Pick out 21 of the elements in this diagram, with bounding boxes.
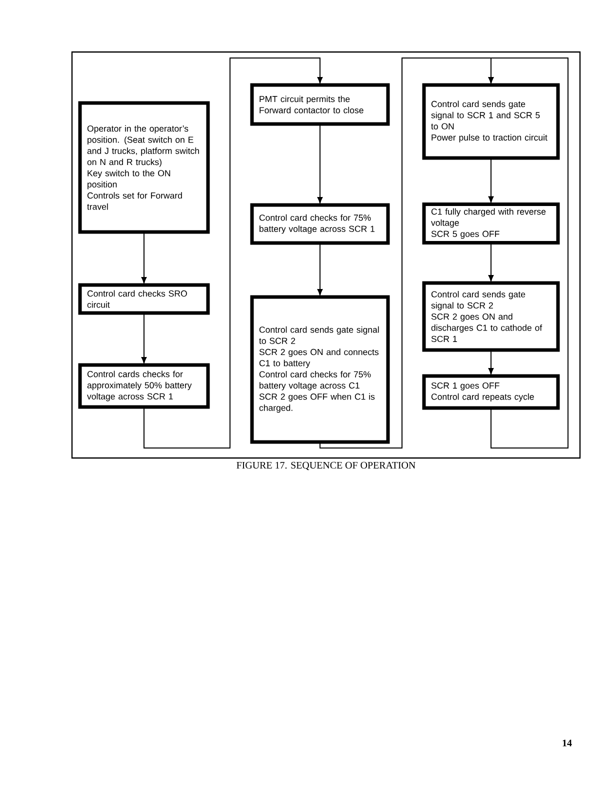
process-box: Control card sends gate signal to SCR 2 SCR 2 goes ON and discharges C1 to cathode of SCR 1: [422, 281, 560, 352]
process-box: PMT circuit permits the Forward contactor to close: [250, 83, 390, 126]
process-box: Control cards checks for approximately 50% battery voltage across SCR 1: [78, 363, 210, 409]
process-box: Control card sends gate signal to SCR 2 SCR 2 goes ON and connects C1 to battery Control card checks for 75% battery voltage across C1 SCR 2 goes OFF when C1 is charged.: [250, 295, 390, 444]
figure-caption: FIGURE 17. SEQUENCE OF OPERATION: [236, 462, 416, 470]
arrow: [141, 232, 147, 284]
process-box: Control card sends gate signal to SCR 1 and SCR 5 to ON Power pulse to traction circuit: [422, 83, 560, 160]
arrow: [144, 58, 323, 448]
arrow: [488, 158, 494, 203]
process-box: Control card checks SRO circuit: [78, 283, 210, 315]
page-number: 14: [562, 740, 572, 746]
arrow: [317, 124, 323, 204]
arrow: [488, 58, 568, 448]
arrow: [488, 242, 494, 282]
process-box: SCR 1 goes OFF Control card repeats cycle: [422, 374, 560, 410]
process-box: C1 fully charged with reverse voltage SCR 5 goes OFF: [422, 202, 560, 244]
process-box: Operator in the operator’s position. (Seat switch on E and J trucks, platform switch on N and R trucks) Key switch to the ON position Controls set for Forward travel: [78, 101, 210, 234]
arrow: [141, 312, 147, 364]
arrow: [317, 242, 323, 296]
process-box: Control card checks for 75% battery voltage across SCR 1: [250, 203, 390, 245]
arrow: [488, 350, 494, 374]
